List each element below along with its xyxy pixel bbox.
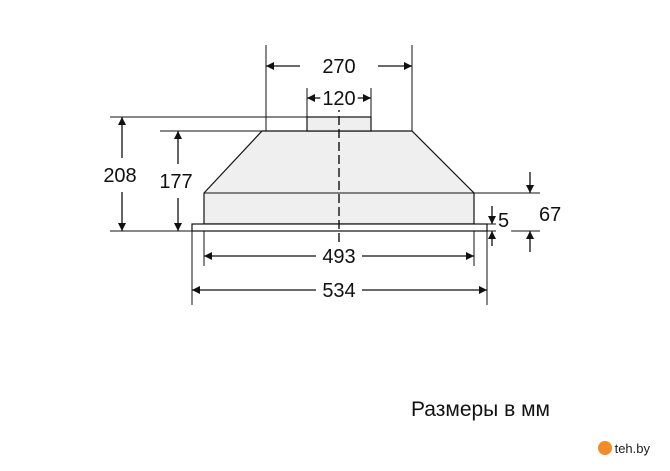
watermark-text: teh.by — [614, 441, 650, 456]
label-halo — [320, 246, 358, 268]
label-halo — [320, 280, 358, 302]
units-caption: Размеры в мм — [411, 398, 550, 421]
dim-label-493: 493 — [322, 246, 355, 268]
dim-label-270: 270 — [322, 56, 355, 78]
dimension-lines — [118, 62, 534, 294]
dim-label-67: 67 — [539, 204, 561, 226]
dim-label-5: 5 — [498, 210, 509, 232]
dim-label-534: 534 — [322, 280, 355, 302]
label-halo — [537, 204, 564, 226]
dim-label-120: 120 — [322, 88, 355, 110]
extension-lines — [110, 45, 540, 305]
dimension-labels: 270 120 208 177 67 5 493 534 — [101, 56, 564, 302]
label-halo — [496, 210, 512, 232]
hood-outline — [191, 90, 488, 246]
dim-label-177: 177 — [159, 171, 192, 193]
label-halo — [320, 56, 358, 78]
watermark: teh.by — [591, 439, 656, 458]
dim-label-208: 208 — [103, 165, 136, 187]
label-halo — [157, 171, 195, 193]
label-halo — [320, 88, 358, 110]
teh-logo-icon — [597, 441, 612, 455]
label-halo — [101, 165, 139, 187]
